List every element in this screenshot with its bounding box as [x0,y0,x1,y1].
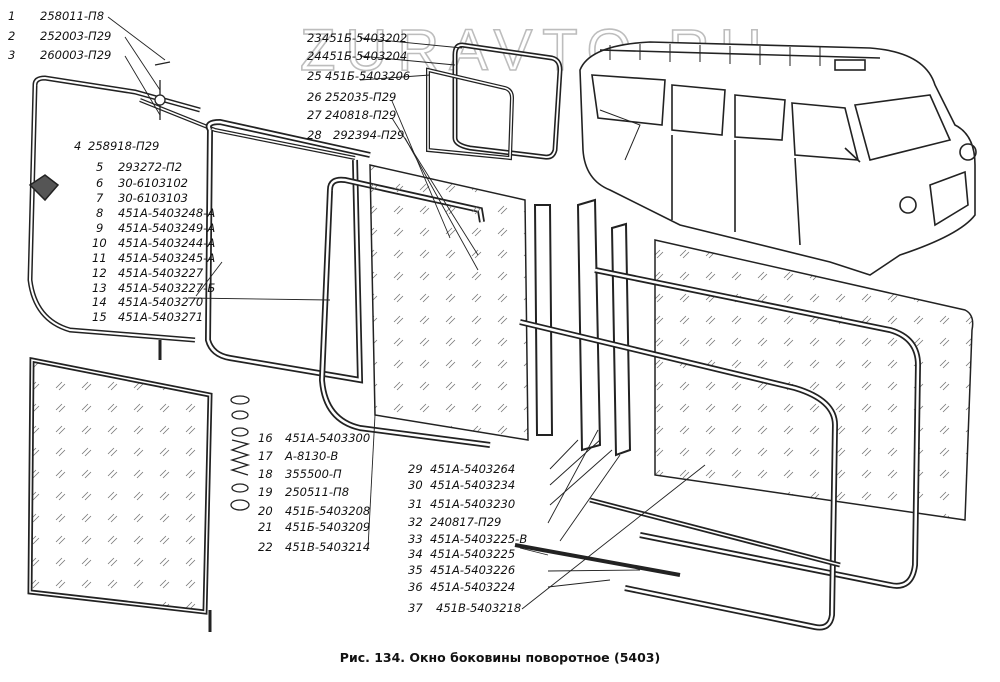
vehicle-illustration [579,41,977,276]
small-window-frames [426,42,563,161]
callout-10: 10 [92,236,107,250]
callout-21-code: 451Б-5403209 [285,520,370,534]
callout-21: 21 [258,520,273,534]
callout-27: 27 [307,108,322,122]
callout-17: 17 [258,449,273,463]
callout-29-code: 451А-5403264 [430,462,515,476]
callout-12: 12 [92,266,107,280]
rubber-frame-right [514,267,922,631]
glass-panel-center [369,164,529,441]
callout-19-code: 250511-П8 [285,485,349,499]
callout-15: 15 [92,310,107,324]
callout-33: 33 [408,532,423,546]
callout-24-code: 451Б-5403204 [322,49,407,63]
callout-37: 37 [408,601,423,615]
callout-22: 22 [258,540,273,554]
callout-7: 7 [96,191,104,205]
callout-14: 14 [92,295,107,309]
callout-35-code: 451А-5403226 [430,563,515,577]
callout-19: 19 [258,485,273,499]
callout-2: 2 [8,29,15,43]
glass-panel-right [654,239,974,521]
callout-30: 30 [408,478,423,492]
callout-4-code: 258918-П29 [88,139,159,153]
callouts-group-d: 23 451Б-5403202 24 451Б-5403204 25 451Б-… [307,31,410,142]
callout-32: 32 [408,515,423,529]
callout-23: 23 [307,31,322,45]
figure-caption: Рис. 134. Окно боковины поворотное (5403… [339,650,661,665]
callout-17-code: А-8130-В [284,449,338,463]
callout-18: 18 [258,467,273,481]
callout-22-code: 451В-5403214 [285,540,370,554]
callout-31-code: 451А-5403230 [430,497,515,511]
callouts-group-c: 16 451А-5403300 17 А-8130-В 18 355500-П … [258,431,370,554]
callout-34: 34 [408,547,423,561]
callout-33-code: 451А-5403225-В [430,532,527,546]
callout-8: 8 [96,206,103,220]
callout-3-code: 260003-П29 [40,48,111,62]
glass-panel-left [27,340,213,632]
callout-26-code: 252035-П29 [325,90,396,104]
callout-5: 5 [96,160,103,174]
callout-15-code: 451А-5403271 [118,310,203,324]
callout-25-code: 451Б-5403206 [325,69,410,83]
rubber-frame-center [318,176,491,448]
callout-32-code: 240817-П29 [430,515,501,529]
callouts-group-e: 29 451А-5403264 30 451А-5403234 31 451А-… [408,462,527,615]
callout-4: 4 [74,139,81,153]
callout-34-code: 451А-5403225 [430,547,515,561]
callout-1-code: 258011-П8 [40,9,104,23]
callout-6: 6 [96,176,103,190]
callout-6-code: 30-6103102 [118,176,188,190]
callout-31: 31 [408,497,423,511]
callout-14-code: 451А-5403270 [118,295,203,309]
callout-9-code: 451А-5403249-А [118,221,215,235]
callout-13: 13 [92,281,107,295]
callout-3: 3 [8,48,15,62]
callout-16: 16 [258,431,273,445]
callout-1: 1 [8,9,15,23]
callout-25: 25 [307,69,322,83]
hinge-hardware-stack [154,61,251,511]
callout-35: 35 [408,563,423,577]
callout-36: 36 [408,580,423,594]
callout-12-code: 451А-5403227 [118,266,204,280]
callout-29: 29 [408,462,423,476]
callouts-group-b: 5 293272-П2 6 30-6103102 7 30-6103103 8 … [92,160,215,324]
callout-20-code: 451Б-5403208 [285,504,370,518]
callout-11-code: 451А-5403245-А [118,251,215,265]
callout-37-code: 451В-5403218 [436,601,521,615]
callout-23-code: 451Б-5403202 [322,31,407,45]
callout-11: 11 [92,251,107,265]
vertical-channels [533,198,632,457]
callout-30-code: 451А-5403234 [430,478,515,492]
callout-20: 20 [258,504,273,518]
hinged-window-frame [27,75,356,343]
callout-24: 24 [307,49,322,63]
callout-28-code: 292394-П29 [333,128,404,142]
callout-26: 26 [307,90,322,104]
callout-5-code: 293272-П2 [118,160,182,174]
callout-2-code: 252003-П29 [40,29,111,43]
callout-8-code: 451А-5403248-А [118,206,215,220]
window-seal-frame [204,118,371,384]
callout-9: 9 [96,221,103,235]
callouts-group-a: 1 258011-П8 2 252003-П29 3 260003-П29 4 … [8,9,159,153]
callout-13-code: 451А-5403227-Б [118,281,215,295]
callout-36-code: 451А-5403224 [430,580,515,594]
callout-27-code: 240818-П29 [325,108,396,122]
callout-7-code: 30-6103103 [118,191,188,205]
callout-16-code: 451А-5403300 [285,431,370,445]
callout-28: 28 [307,128,322,142]
leader-lines [107,16,706,610]
callout-10-code: 451А-5403244-А [118,236,215,250]
callout-18-code: 355500-П [285,467,342,481]
